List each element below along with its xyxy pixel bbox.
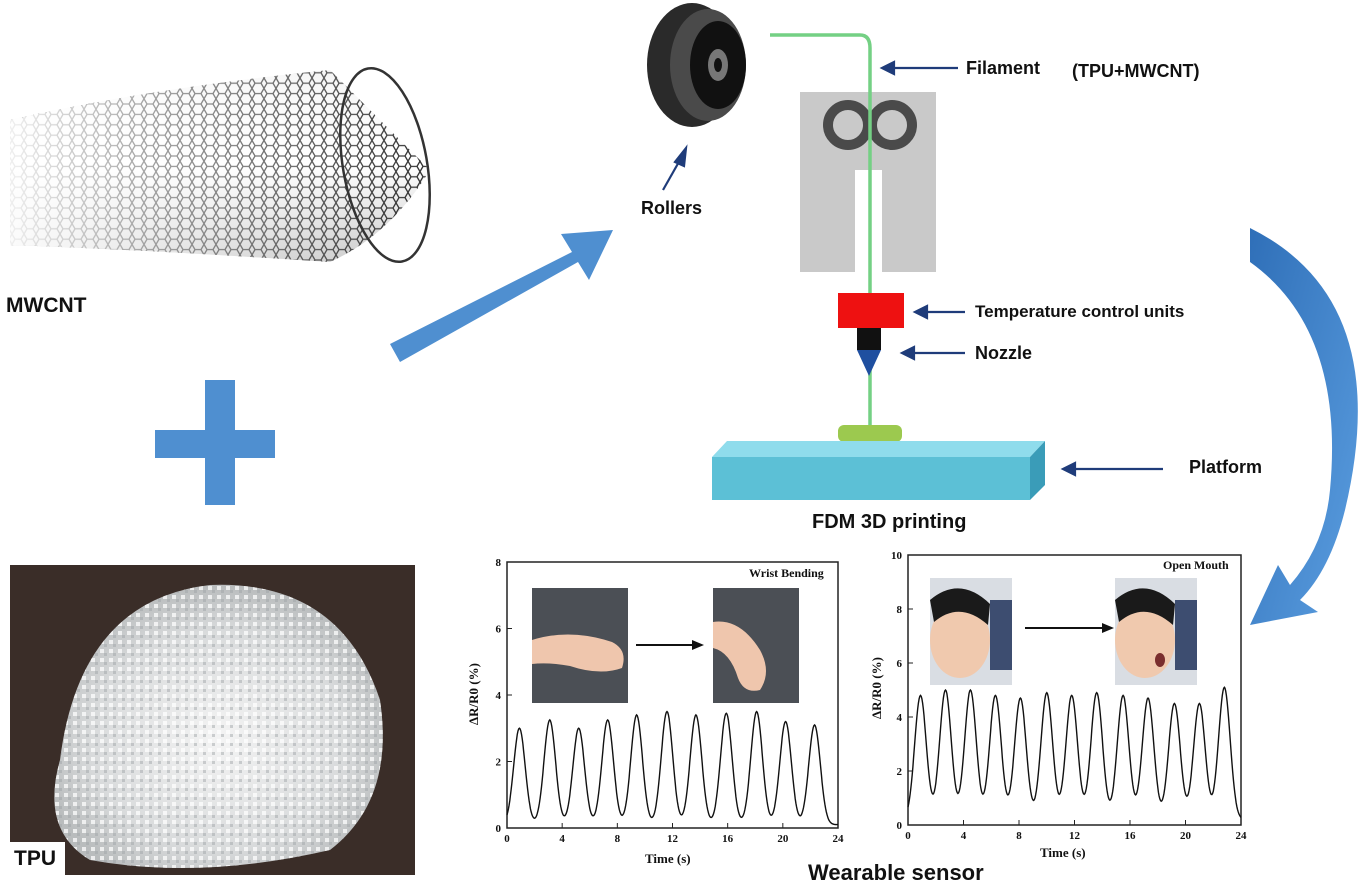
chart2-title: Open Mouth bbox=[1163, 558, 1229, 572]
x-tick-label: 8 bbox=[615, 833, 621, 845]
y-tick-label: 8 bbox=[897, 604, 903, 616]
x-tick-label: 12 bbox=[1069, 830, 1081, 842]
printed-part bbox=[838, 425, 902, 442]
process-arrow-curve bbox=[1250, 228, 1358, 625]
mwcnt-label: MWCNT bbox=[6, 294, 87, 317]
x-tick-label: 8 bbox=[1016, 830, 1022, 842]
x-tick-label: 4 bbox=[961, 830, 967, 842]
face-open-mouth-photo bbox=[1115, 578, 1197, 685]
chart1-title: Wrist Bending bbox=[749, 566, 824, 580]
y-tick-label: 0 bbox=[897, 820, 903, 832]
sensor-response-line bbox=[506, 710, 838, 826]
label-pointer-arrows bbox=[662, 60, 1163, 477]
x-tick-label: 20 bbox=[777, 833, 789, 845]
y-tick-label: 6 bbox=[897, 658, 903, 670]
y-tick-label: 2 bbox=[496, 757, 502, 769]
y-tick-label: 4 bbox=[897, 712, 903, 724]
x-tick-label: 20 bbox=[1180, 830, 1192, 842]
platform-label: Platform bbox=[1189, 457, 1263, 477]
filament-label: Filament bbox=[966, 58, 1041, 78]
temperature-control-unit bbox=[838, 293, 904, 328]
y-tick-label: 0 bbox=[496, 823, 502, 835]
filament-material-label: (TPU+MWCNT) bbox=[1072, 61, 1200, 81]
sensor-response-line bbox=[907, 686, 1242, 818]
x-tick-label: 24 bbox=[1236, 830, 1248, 842]
x-tick-label: 0 bbox=[905, 830, 911, 842]
y-tick-label: 2 bbox=[897, 766, 903, 778]
mwcnt-nanotube-image bbox=[10, 66, 431, 264]
wearable-sensor-title: Wearable sensor bbox=[808, 860, 984, 885]
y-tick-label: 6 bbox=[496, 624, 502, 636]
wrist-straight-photo bbox=[532, 588, 628, 703]
tpu-pellets-photo bbox=[10, 565, 415, 875]
nozzle-icon bbox=[857, 328, 881, 376]
x-tick-label: 12 bbox=[667, 833, 679, 845]
y-tick-label: 4 bbox=[496, 690, 502, 702]
tpu-label: TPU bbox=[14, 847, 56, 870]
nozzle-label: Nozzle bbox=[975, 343, 1033, 363]
photo-transition-arrow bbox=[636, 640, 704, 650]
x-tick-label: 16 bbox=[1125, 830, 1137, 842]
photo-transition-arrow bbox=[1025, 623, 1114, 633]
print-head bbox=[800, 92, 936, 295]
print-platform bbox=[712, 441, 1045, 500]
filament-strand bbox=[770, 33, 872, 425]
x-tick-label: 24 bbox=[833, 833, 845, 845]
y-tick-label: 8 bbox=[496, 557, 502, 569]
chart1-xlabel: Time (s) bbox=[645, 851, 691, 866]
chart2-xlabel: Time (s) bbox=[1040, 845, 1086, 860]
process-arrow-up bbox=[390, 230, 613, 362]
y-tick-label: 10 bbox=[891, 550, 903, 562]
filament-spool-icon bbox=[647, 3, 746, 127]
plus-icon bbox=[155, 380, 275, 505]
rollers-label: Rollers bbox=[641, 198, 703, 218]
x-tick-label: 4 bbox=[559, 833, 565, 845]
fdm-printing-title: FDM 3D printing bbox=[812, 511, 967, 533]
temperature-control-label: Temperature control units bbox=[975, 302, 1185, 321]
x-tick-label: 16 bbox=[722, 833, 734, 845]
x-tick-label: 0 bbox=[504, 833, 510, 845]
face-closed-mouth-photo bbox=[930, 578, 1012, 685]
wrist-bent-photo bbox=[713, 588, 799, 703]
chart1-ylabel: ΔR/R0 (%) bbox=[465, 663, 481, 725]
chart2-ylabel: ΔR/R0 (%) bbox=[868, 657, 884, 719]
